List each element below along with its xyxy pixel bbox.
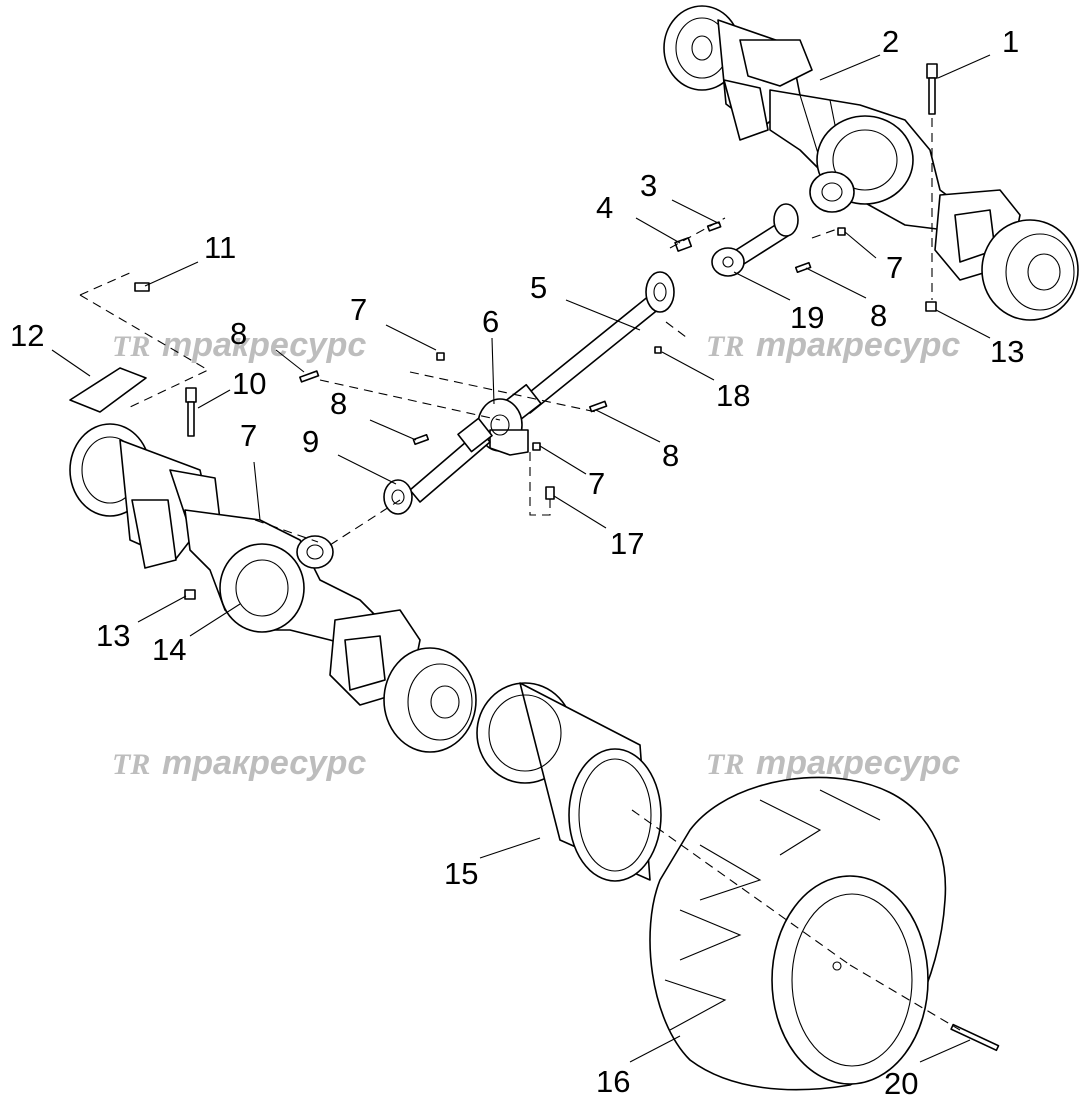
callout-19: 19 <box>790 300 824 335</box>
alignment-lines <box>79 118 961 1031</box>
watermark-bottom-right: TR тракресурс <box>706 744 960 782</box>
plate-icon <box>69 367 147 413</box>
nut-icon <box>925 301 937 312</box>
front-shaft-icon <box>383 417 493 515</box>
callout-12: 12 <box>10 318 44 353</box>
nut-icon <box>184 589 196 600</box>
short-shaft-icon <box>711 203 799 277</box>
callout-numbers: 1 2 3 4 5 6 7 7 7 7 8 8 8 8 9 10 11 12 1… <box>10 24 1024 1101</box>
callout-5: 5 <box>530 270 547 305</box>
watermark-logo-icon: TR <box>706 748 744 781</box>
callout-6: 6 <box>482 304 499 339</box>
callout-7: 7 <box>588 466 605 501</box>
callout-13: 13 <box>96 618 130 653</box>
spring-icon <box>674 237 693 252</box>
nut-icon <box>837 227 846 236</box>
watermark-brand: тракресурс <box>162 744 366 782</box>
callout-7: 7 <box>350 292 367 327</box>
callout-9: 9 <box>302 424 319 459</box>
bolt-icon <box>588 400 608 413</box>
callout-17: 17 <box>610 526 644 561</box>
bolt-icon <box>794 261 812 274</box>
rim-icon <box>476 682 662 882</box>
callout-8: 8 <box>230 316 247 351</box>
nut-icon <box>654 346 662 354</box>
callout-7: 7 <box>886 250 903 285</box>
nut-icon <box>532 442 541 451</box>
callout-7: 7 <box>240 418 257 453</box>
long-bolt-icon <box>185 387 197 437</box>
callout-16: 16 <box>596 1064 630 1099</box>
rear-axle-icon <box>663 5 1079 321</box>
callout-2: 2 <box>882 24 899 59</box>
watermark-top-left: TR тракресурс <box>112 326 366 364</box>
bolt-icon <box>134 282 150 292</box>
leader-lines <box>51 54 991 1063</box>
bolt-icon <box>412 433 430 446</box>
nut-icon <box>436 352 445 361</box>
watermark-logo-icon: TR <box>706 330 744 363</box>
callout-13: 13 <box>990 334 1024 369</box>
watermark-brand: тракресурс <box>756 744 960 782</box>
callout-18: 18 <box>716 378 750 413</box>
callout-11: 11 <box>204 230 236 265</box>
callout-1: 1 <box>1002 24 1019 59</box>
callout-8: 8 <box>330 386 347 421</box>
watermark-brand: тракресурс <box>162 326 366 364</box>
callout-8: 8 <box>662 438 679 473</box>
callout-3: 3 <box>640 168 657 203</box>
watermark-brand: тракресурс <box>756 326 960 364</box>
watermark-top-right: TR тракресурс <box>706 326 960 364</box>
stud-icon <box>950 1023 1000 1052</box>
callout-10: 10 <box>232 366 266 401</box>
long-bolt-icon <box>926 63 938 115</box>
bolt-icon <box>545 486 555 500</box>
callout-20: 20 <box>884 1066 918 1101</box>
bolt-icon <box>299 370 320 383</box>
front-axle-icon <box>69 423 477 753</box>
watermark-logo-icon: TR <box>112 748 150 781</box>
watermark-logo-icon: TR <box>112 330 150 363</box>
callout-8: 8 <box>870 298 887 333</box>
watermark-bottom-left: TR тракресурс <box>112 744 366 782</box>
callout-14: 14 <box>152 632 186 667</box>
drive-shaft-icon <box>500 271 675 425</box>
tire-icon <box>649 776 947 1091</box>
callout-4: 4 <box>596 190 613 225</box>
callout-15: 15 <box>444 856 478 891</box>
